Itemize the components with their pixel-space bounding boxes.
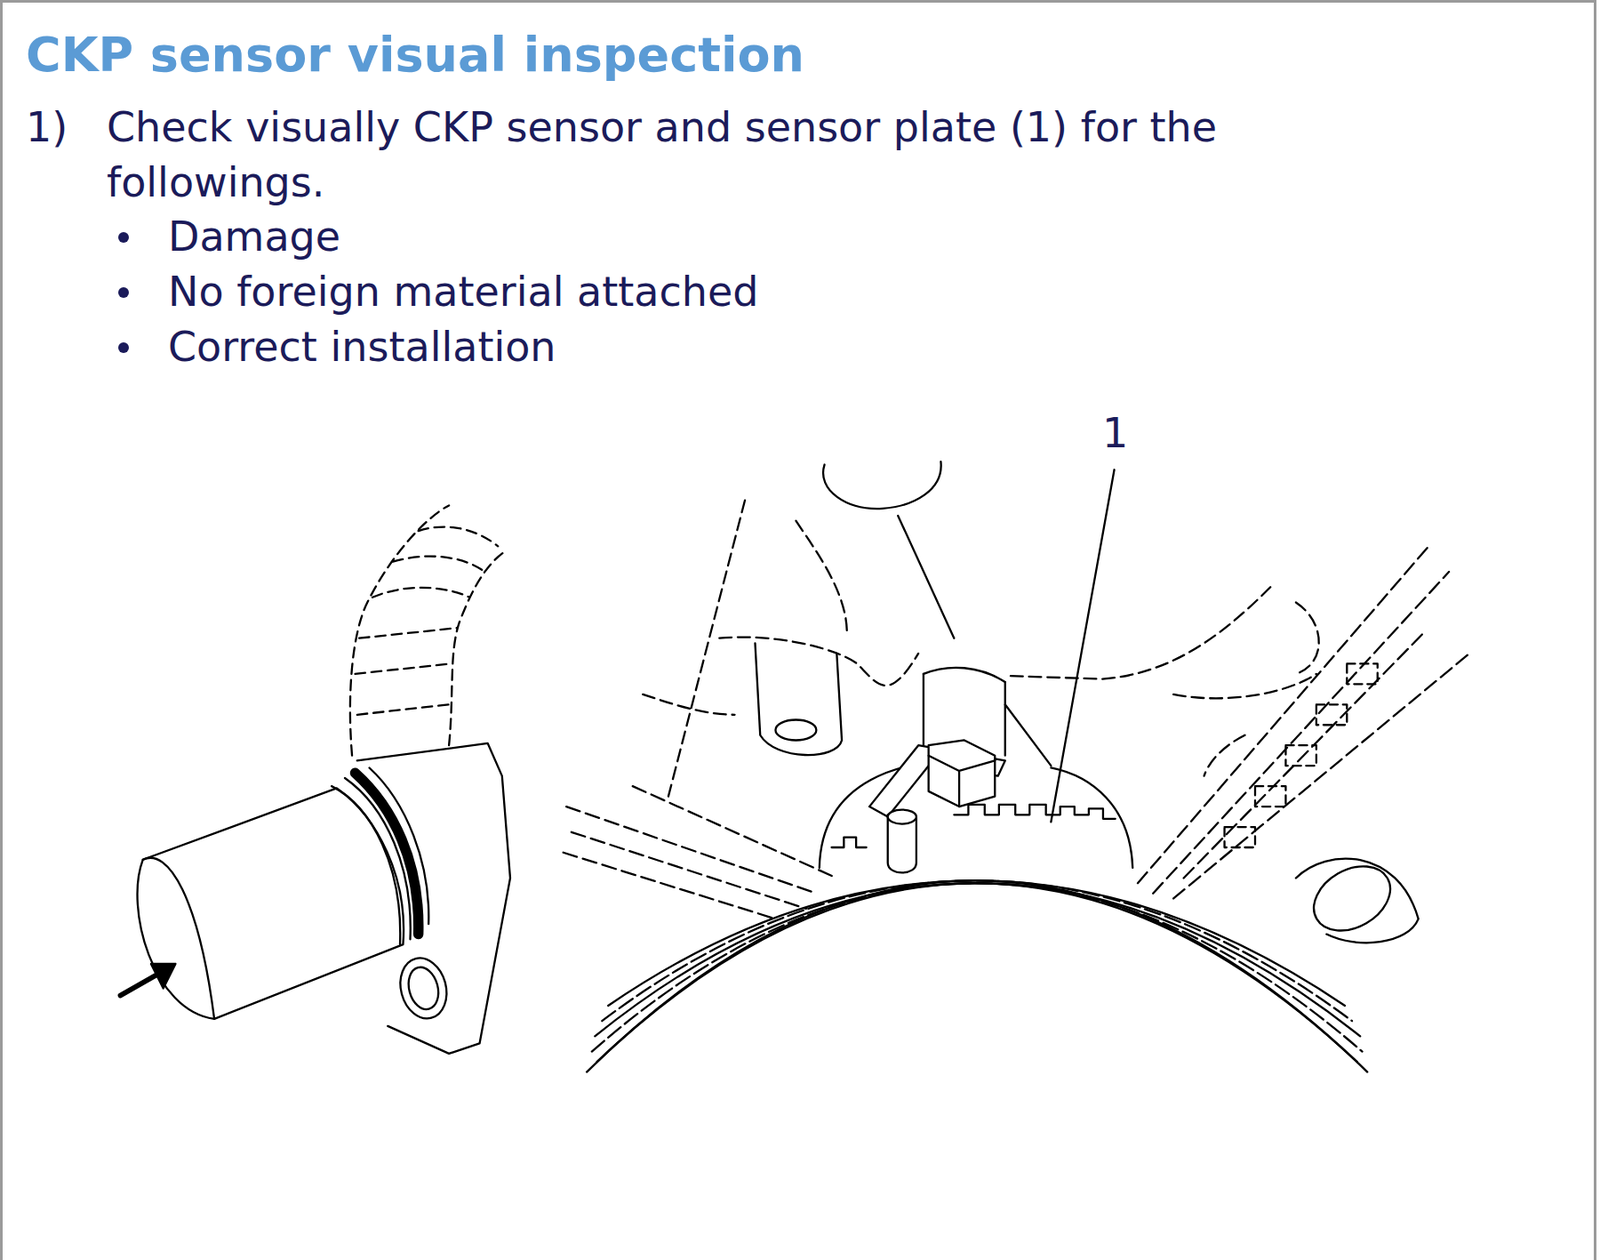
- step-number: 1): [25, 99, 68, 155]
- check-item: Damage: [168, 208, 341, 264]
- bullet-dot: [118, 232, 129, 243]
- check-item: No foreign material attached: [168, 264, 759, 320]
- bullet-dot: [118, 342, 129, 353]
- step-text: Check visually CKP sensor and sensor pla…: [106, 99, 1369, 210]
- page-title: CKP sensor visual inspection: [25, 26, 805, 84]
- callout-number: 1: [1102, 405, 1128, 461]
- check-item: Correct installation: [168, 319, 557, 375]
- bullet-dot: [118, 287, 129, 298]
